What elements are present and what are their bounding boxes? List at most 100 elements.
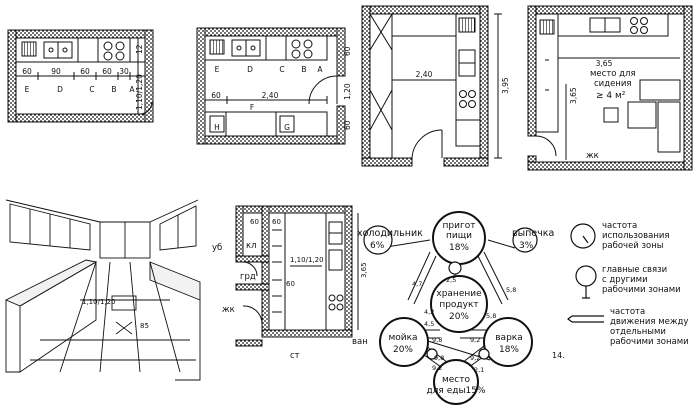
bench-side [657,101,681,153]
wall-top [527,5,693,15]
legend-link-icon [575,265,597,287]
perspective-labels: 1,10/1,20 85 [82,298,149,330]
counter-left [369,13,393,159]
wall-bottom [7,113,154,123]
wall-low [235,283,270,291]
plan1-labels: 60 90 60 60 30 E D C B A 1,10/1,20 12 [22,44,144,110]
legend-3-line1: частота [610,307,645,317]
wall-right [479,5,489,167]
hob [291,39,313,59]
edge-v0: 4,7 [412,280,422,288]
legend-3-line2: движения между [610,317,688,327]
sink-name: мойка [388,333,417,343]
letter-d: D [247,65,253,74]
letter-b: B [301,65,306,74]
wall-right-upper [336,27,346,77]
wall-bottom-left [361,157,413,167]
dim-d: 60 [286,280,295,288]
work-zone-diagram [363,211,538,405]
wall-bottom [527,161,693,171]
cooking-pct: 18% [499,345,519,355]
edge-v11: 2,1 [474,366,484,374]
counter-right [325,212,346,331]
legend-labels: частота использования рабочей зоны главн… [602,221,689,347]
wall-right [144,29,154,123]
wall-bottom [261,329,353,338]
edge-v5: 5,8 [486,312,496,320]
legend-2-line1: главные связи [602,265,667,275]
wall-top [196,27,346,37]
table [627,101,657,129]
node-eating [433,359,479,405]
edge-v9: 9,2 [470,354,480,362]
wall-top [235,205,353,214]
oven-g [279,115,295,133]
edge-v2: 2,5 [446,276,456,284]
letter-e: E [25,85,30,94]
counter-top [557,13,669,37]
letter-b: B [111,85,116,94]
plan-l-shape-seating [527,5,693,171]
counter-left [535,13,559,133]
grill-unit [21,41,37,57]
hob [328,294,344,311]
legend-3-line3: отдельными [610,327,666,337]
storage-name-2: продукт [439,300,478,310]
step-stool [111,295,137,311]
node-sink [379,317,429,367]
plan-galley-single [7,29,154,123]
dim-width: 2,40 [262,91,279,100]
figure-number: 14. [552,351,565,360]
dim-a: 60 [250,218,259,226]
edge-values: 4,7 5,8 2,5 4,2 4,5 5,8 9,8 9,2 9,8 9,2 … [412,276,516,374]
plan4-labels: 3,65 3,65 место для сидения ≥ 4 м² жк [569,59,636,161]
edge-v6: 9,8 [432,336,442,344]
wall-top [361,5,489,15]
dim-depth: 3,95 [501,77,510,94]
legend-1-line3: рабочей зоны [602,241,664,251]
wall-right-lower [336,105,346,145]
dim-r2: 1,20 [343,83,352,100]
dim-width: 3,65 [596,59,613,68]
persp-dim2: 85 [140,322,149,330]
edge-v4: 4,5 [424,320,434,328]
oven [328,249,343,271]
room-st: ст [290,351,300,361]
diagram-labels: холодильник 6% пригот пищи 18% выпечка 3… [357,221,565,396]
upper-cabinets-left [9,203,91,251]
counter-row [15,37,146,63]
letter-g: G [284,123,290,132]
hob [103,41,125,61]
dim-60a: 60 [22,67,32,76]
wall-right [344,205,353,337]
plan-apartment-kitchen [235,205,359,347]
eating-name-1: место [442,375,471,385]
legend-arrow-icon [567,315,604,323]
plan3-labels: 2,40 3,95 [416,70,510,94]
legend-3-line4: рабочими зонами [610,337,689,347]
letter-a: A [129,85,135,94]
chair [603,107,619,123]
fridge-name: холодильник [357,228,423,239]
grill-unit [209,39,225,55]
room-zhk: жк [222,305,235,315]
letter-e: E [215,65,220,74]
wall-bottom-left [235,339,263,347]
dim-r1: 60 [343,46,352,56]
dim-30: 30 [119,67,129,76]
legend-1-line2: использования [602,231,670,241]
hob [459,90,476,108]
counter-bottom [204,111,328,137]
counter-top [391,13,457,37]
legend-2-line2: с другими [602,275,648,285]
dim-b: 60 [272,218,281,226]
room-ub: уб [212,243,222,253]
edge-v8: 9,8 [434,354,444,362]
node-baking [512,227,538,253]
wall-bottom-right [443,157,489,167]
wall-right [683,5,693,171]
dim-r3: 60 [343,120,352,130]
room-grd: грд [240,272,256,282]
hob [630,17,648,34]
